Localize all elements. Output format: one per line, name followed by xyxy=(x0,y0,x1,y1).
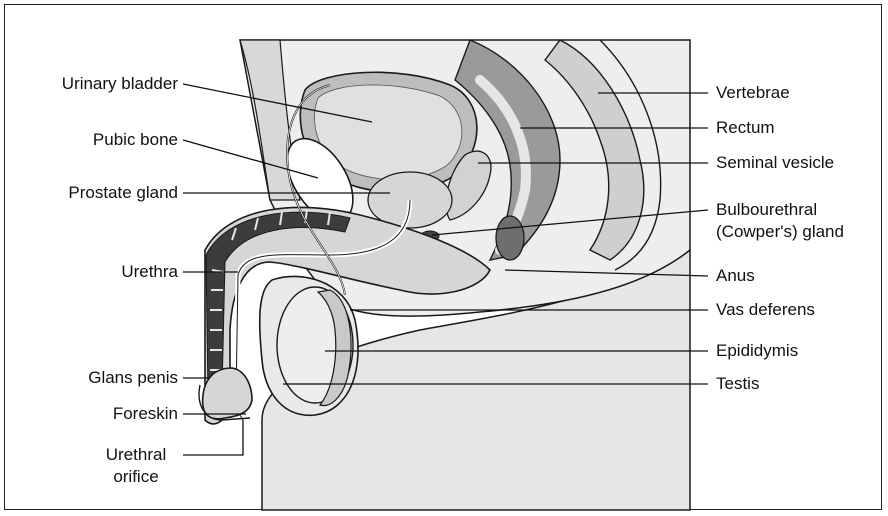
label-foreskin: Foreskin xyxy=(113,404,178,424)
label-testis: Testis xyxy=(716,374,759,394)
label-vertebrae: Vertebrae xyxy=(716,83,790,103)
label-urinary-bladder: Urinary bladder xyxy=(62,74,178,94)
anus xyxy=(496,216,524,260)
label-seminal-vesicle: Seminal vesicle xyxy=(716,153,834,173)
label-vas-deferens: Vas deferens xyxy=(716,300,815,320)
leader-urethral-orifice xyxy=(183,420,243,455)
label-anus: Anus xyxy=(716,266,755,286)
label-bulbourethral-line1: Bulbourethral xyxy=(716,200,817,220)
label-urethra: Urethra xyxy=(121,262,178,282)
label-epididymis: Epididymis xyxy=(716,341,798,361)
label-urethral-orifice-line1: Urethral xyxy=(86,445,186,465)
label-urethral-orifice-line2: orifice xyxy=(86,467,186,487)
label-glans-penis: Glans penis xyxy=(88,368,178,388)
label-pubic-bone: Pubic bone xyxy=(93,130,178,150)
label-rectum: Rectum xyxy=(716,118,775,138)
label-bulbourethral-line2: (Cowper's) gland xyxy=(716,222,844,242)
label-prostate-gland: Prostate gland xyxy=(68,183,178,203)
